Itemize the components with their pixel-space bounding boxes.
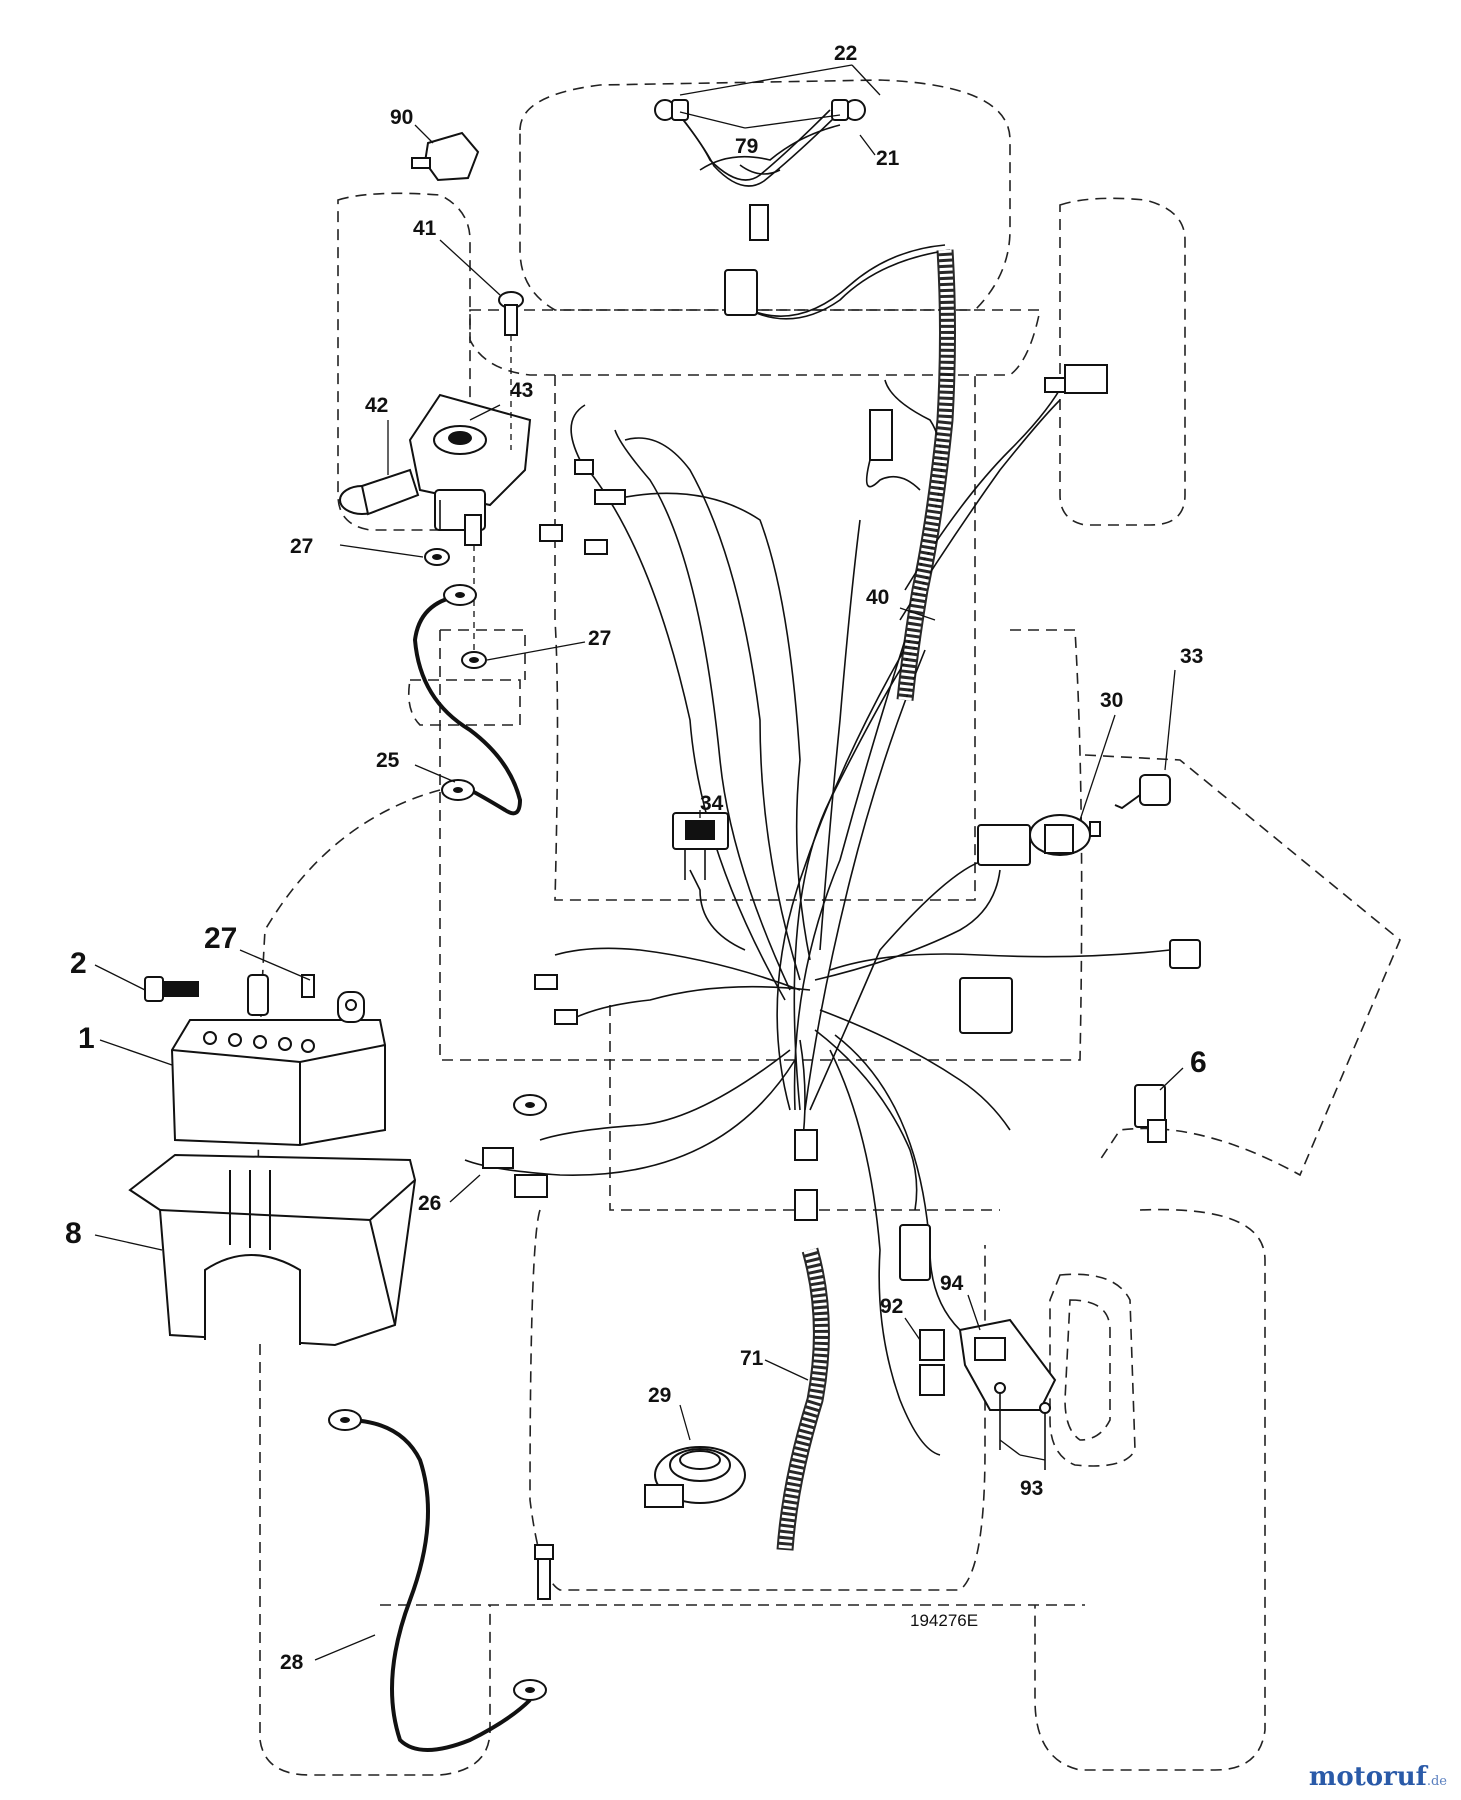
switch-6 [1134,1084,1167,1143]
label-33: 33 [1180,645,1203,668]
label-43: 43 [510,379,533,402]
terminal-boot-42 [339,468,420,516]
fuse-holder-26 [482,1147,548,1198]
label-27-a: 27 [290,535,313,558]
label-21: 21 [876,147,900,170]
connector-block [534,269,1201,1396]
nut-27-b [461,651,487,669]
label-93: 93 [1020,1477,1043,1500]
label-27-b: 27 [588,627,611,650]
label-22: 22 [834,42,857,65]
rocker-switch-34 [672,812,729,880]
label-42: 42 [365,394,388,417]
headlight-right [831,99,866,121]
switch-29 [644,1446,746,1508]
battery [170,974,386,1147]
label-2: 2 [70,947,87,980]
seat-switch-94 [958,1318,1057,1411]
nut-27-battery [301,974,315,998]
label-26: 26 [418,1192,441,1215]
label-30: 30 [1100,689,1123,712]
bolt-2 [144,976,199,1002]
wire-loom-40 [896,249,956,701]
cable-28 [344,1418,532,1752]
label-40: 40 [866,586,889,609]
solenoid [408,393,532,546]
ring-terminal [328,584,547,1701]
watermark-suffix: .de [1426,1774,1447,1789]
cable-25 [412,593,523,816]
screw-41 [498,291,524,450]
battery-tray [128,1153,417,1347]
bolt-ground [534,1544,554,1600]
label-90: 90 [390,106,413,129]
drawing-number: 194276E [910,1611,978,1630]
label-25: 25 [376,749,400,772]
label-8: 8 [65,1217,82,1250]
ignition-key-33 [1114,774,1171,810]
leader-lines [94,64,1184,1661]
label-1: 1 [78,1022,95,1055]
watermark-text: motoruf [1308,1762,1427,1792]
main-wiring-harness [464,109,1171,1456]
label-41: 41 [413,217,437,240]
switch-90 [411,131,480,182]
label-79: 79 [735,135,758,158]
wire-loom-71 [776,1247,830,1551]
headlight-connector [749,204,769,241]
label-27-c: 27 [204,922,237,955]
label-71: 71 [740,1347,764,1370]
headlight-left [654,99,689,121]
label-6: 6 [1190,1046,1207,1079]
label-92: 92 [880,1295,903,1318]
ignition-switch-30 [1029,814,1101,856]
watermark-logo: motoruf.de [1309,1762,1447,1792]
label-29: 29 [648,1384,671,1407]
nut-27-a [424,548,450,566]
label-94: 94 [940,1272,964,1295]
label-28: 28 [280,1651,304,1674]
tractor-outline [257,79,1401,1776]
label-34: 34 [700,792,724,815]
part-labels: 22 79 21 90 41 42 43 27 27 25 27 2 1 8 2… [65,42,1207,1674]
